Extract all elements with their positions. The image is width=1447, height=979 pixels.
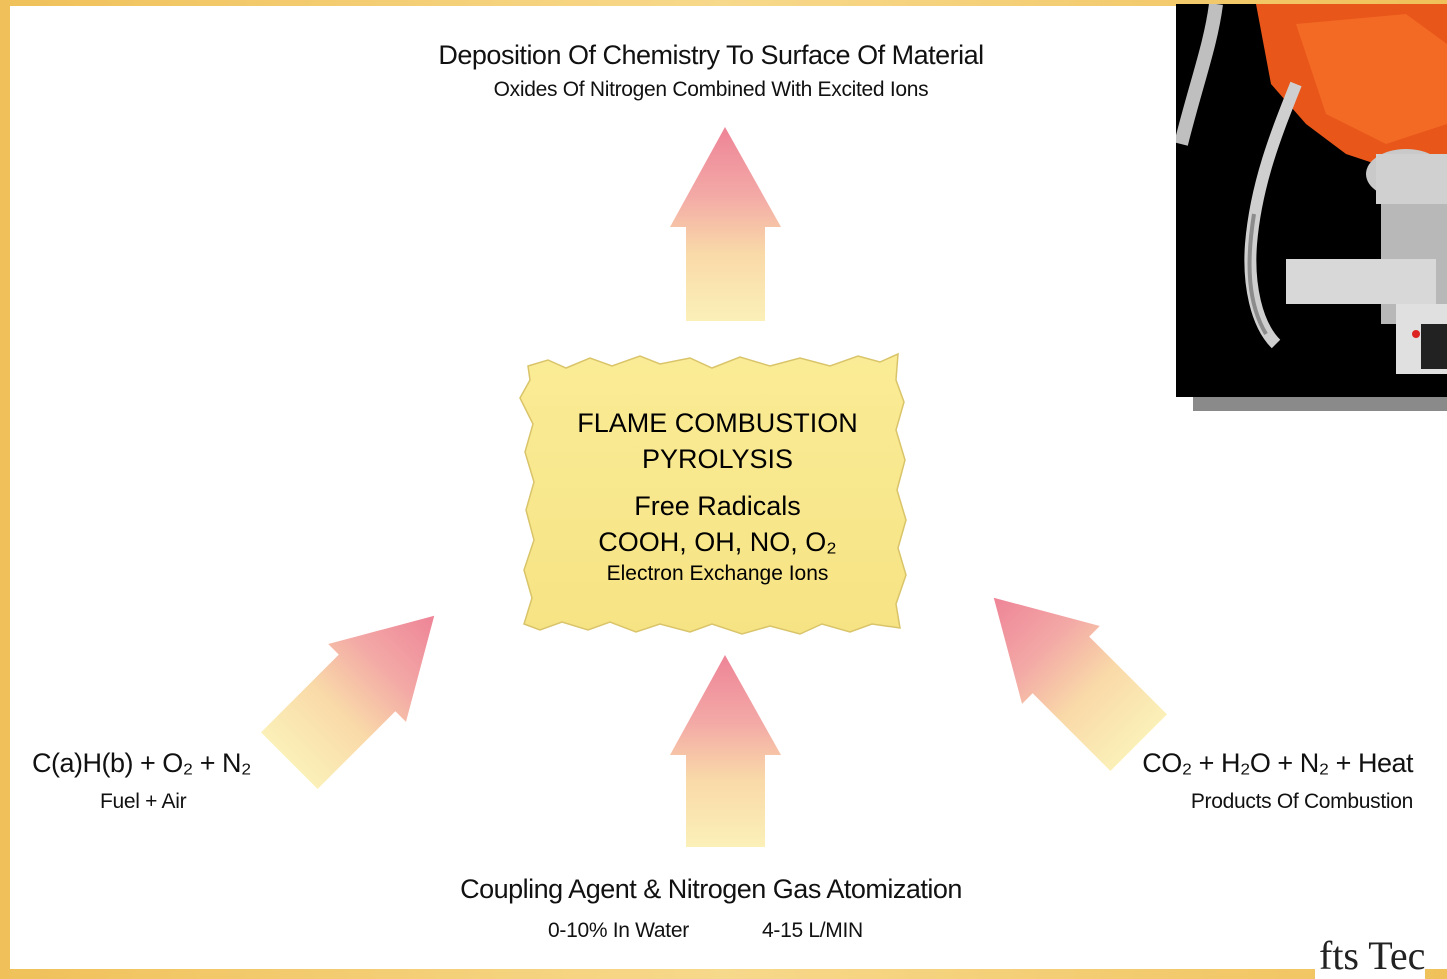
photo-shadow [1193, 396, 1447, 411]
center-line-4: COOH, OH, NO, O₂ [598, 527, 837, 557]
up-arrow-icon [670, 127, 781, 321]
center-line-5: Electron Exchange Ions [606, 562, 829, 585]
diagonal-arrow-icon [993, 597, 1167, 771]
robot-arm-photo [1176, 4, 1447, 397]
center-box [519, 352, 907, 635]
bottom-subtitle-concentration: 0-10% In Water [548, 919, 689, 942]
center-line-1: FLAME COMBUSTION [577, 408, 858, 438]
left-formula: C(a)H(b) + O₂ + N₂ [32, 748, 252, 778]
top-subtitle: Oxides Of Nitrogen Combined With Excited… [493, 78, 929, 101]
bottom-subtitle-flow: 4-15 L/MIN [762, 919, 863, 942]
top-title: Deposition Of Chemistry To Surface Of Ma… [438, 40, 984, 70]
center-line-3: Free Radicals [634, 491, 801, 521]
up-arrow-icon [670, 655, 781, 847]
right-subtitle: Products Of Combustion [1190, 790, 1413, 813]
corner-logo-text: fts Tec [1315, 932, 1426, 979]
left-subtitle: Fuel + Air [100, 790, 187, 813]
bottom-title: Coupling Agent & Nitrogen Gas Atomizatio… [460, 874, 962, 904]
diagonal-arrow-icon [261, 615, 435, 789]
right-formula: CO₂ + H₂O + N₂ + Heat [1142, 748, 1413, 778]
center-label-group: FLAME COMBUSTION PYROLYSIS Free Radicals… [545, 405, 890, 589]
center-line-2: PYROLYSIS [641, 444, 794, 474]
